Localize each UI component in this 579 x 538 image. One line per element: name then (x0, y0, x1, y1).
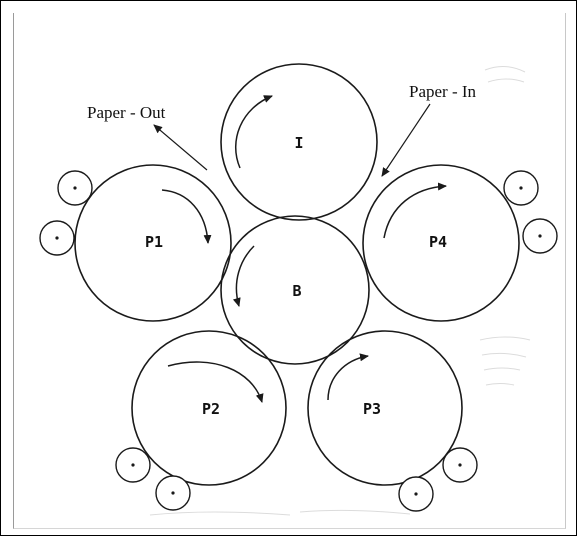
paper-in-label: Paper - In (409, 82, 477, 101)
rotation-arrow-P4 (383, 182, 447, 239)
paper-out-label: Paper - Out (87, 103, 166, 122)
roller-B-label: B (292, 282, 301, 300)
roller-P3-label: P3 (363, 400, 381, 418)
roller-P1-label: P1 (145, 233, 163, 251)
roller-P4-label: P4 (429, 233, 447, 251)
rotation-arrow-P3 (327, 353, 369, 401)
roller-P2-label: P2 (202, 400, 220, 418)
roller-P1 (74, 164, 232, 322)
roller-B (220, 215, 370, 365)
roller-I-label: I (294, 134, 303, 152)
rotation-arrow-I (235, 95, 273, 169)
figure-inner-border (13, 13, 566, 529)
roller-I (220, 63, 378, 221)
paper-out-arrow (153, 124, 208, 171)
roller-P3 (307, 330, 463, 486)
rotation-arrow-P2 (167, 361, 264, 403)
idler-rollers (39, 170, 558, 512)
rotation-arrow-P1 (161, 189, 212, 244)
paper-in-arrow (381, 103, 431, 177)
roller-P4 (362, 164, 520, 322)
rotation-arrow-B (232, 245, 255, 307)
roller-P2 (131, 330, 287, 486)
background-smudges (149, 66, 531, 516)
